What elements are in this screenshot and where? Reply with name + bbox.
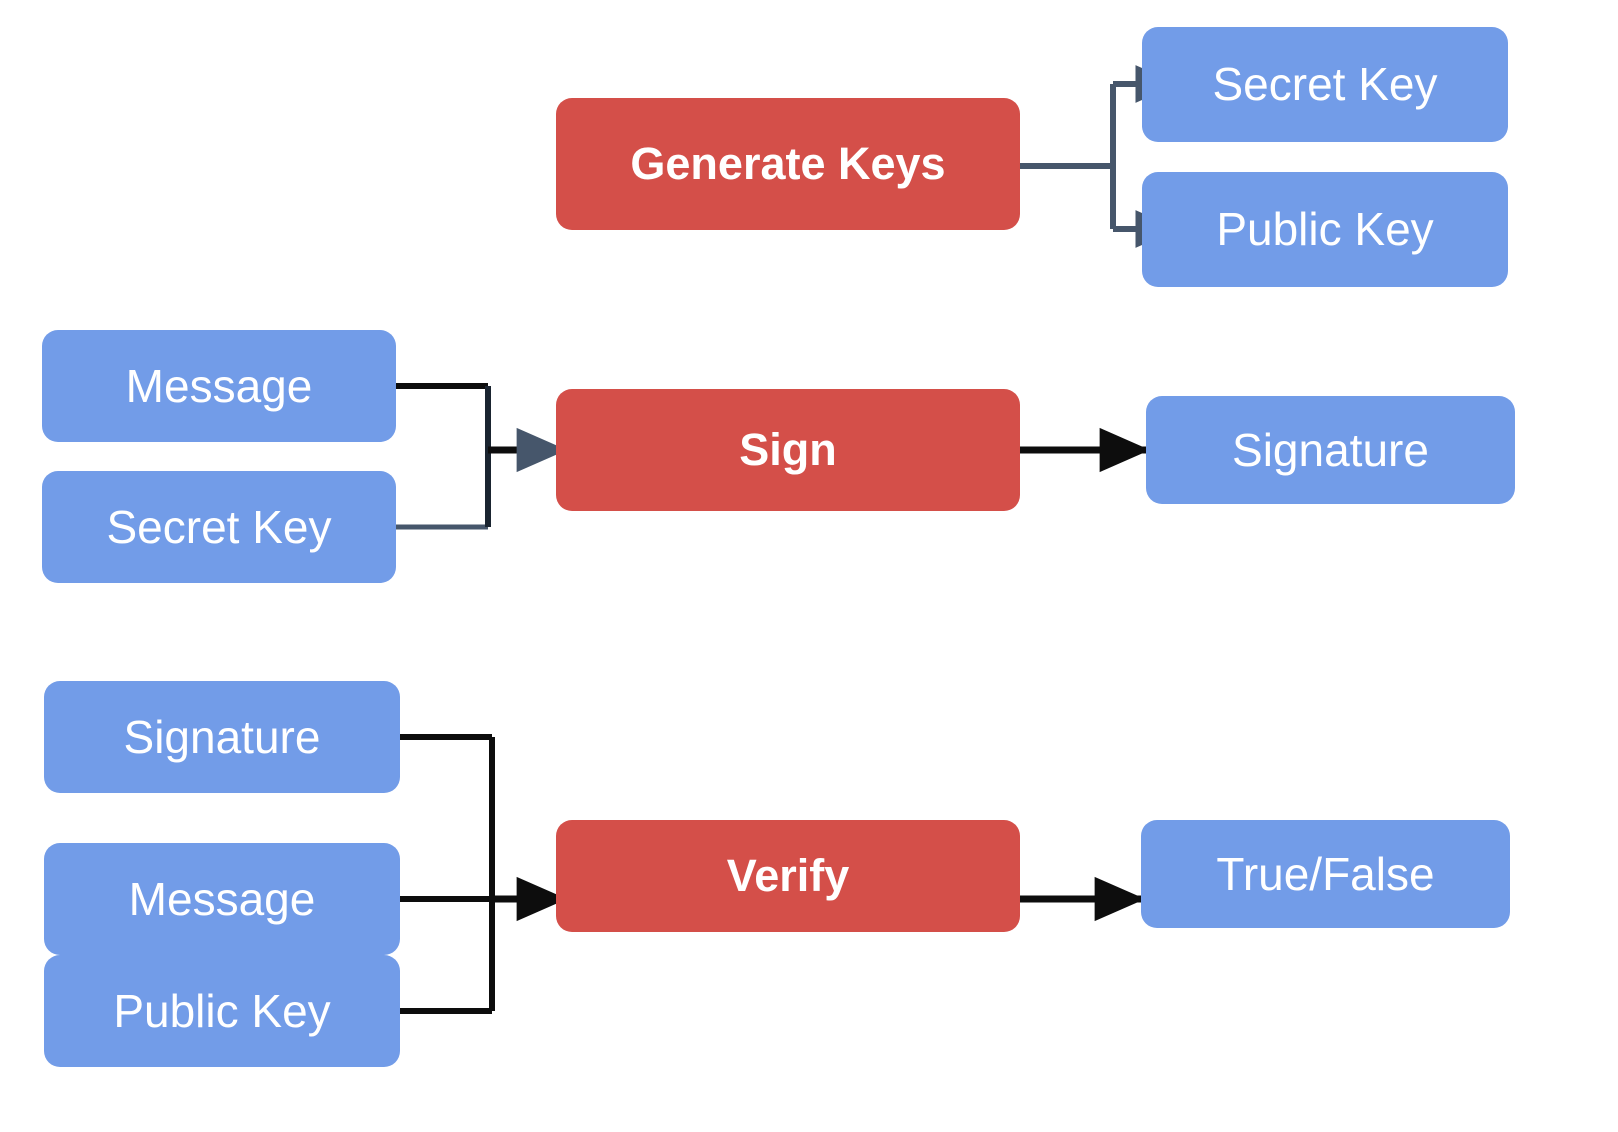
node-signature-output-label: Signature — [1232, 423, 1429, 476]
node-signature-verify-input[interactable]: Signature — [44, 681, 400, 793]
node-public-key-verify-input-label: Public Key — [113, 984, 331, 1037]
node-secret-key-output-label: Secret Key — [1212, 58, 1438, 111]
node-message-sign-input-label: Message — [125, 359, 313, 412]
node-secret-key-sign-input-label: Secret Key — [106, 500, 332, 553]
edge-sign-inputs — [396, 383, 568, 530]
node-result-output[interactable]: True/False — [1141, 820, 1510, 928]
node-signature-verify-input-label: Signature — [123, 710, 321, 763]
node-message-verify-input-label: Message — [128, 872, 316, 925]
node-verify-operation-label: Verify — [726, 850, 850, 902]
node-public-key-output[interactable]: Public Key — [1142, 172, 1508, 287]
node-result-output-label: True/False — [1216, 847, 1435, 900]
node-sign-operation[interactable]: Sign — [556, 389, 1020, 511]
node-sign-operation-label: Sign — [739, 424, 837, 476]
edge-verify-inputs — [400, 734, 568, 1014]
node-secret-key-output[interactable]: Secret Key — [1142, 27, 1508, 142]
node-public-key-output-label: Public Key — [1216, 203, 1434, 256]
node-generate-keys[interactable]: Generate Keys — [556, 98, 1020, 230]
node-verify-operation[interactable]: Verify — [556, 820, 1020, 932]
node-public-key-verify-input[interactable]: Public Key — [44, 955, 400, 1067]
node-generate-keys-label: Generate Keys — [630, 138, 946, 190]
node-message-sign-input[interactable]: Message — [42, 330, 396, 442]
node-signature-output[interactable]: Signature — [1146, 396, 1515, 504]
node-message-verify-input[interactable]: Message — [44, 843, 400, 955]
node-secret-key-sign-input[interactable]: Secret Key — [42, 471, 396, 583]
